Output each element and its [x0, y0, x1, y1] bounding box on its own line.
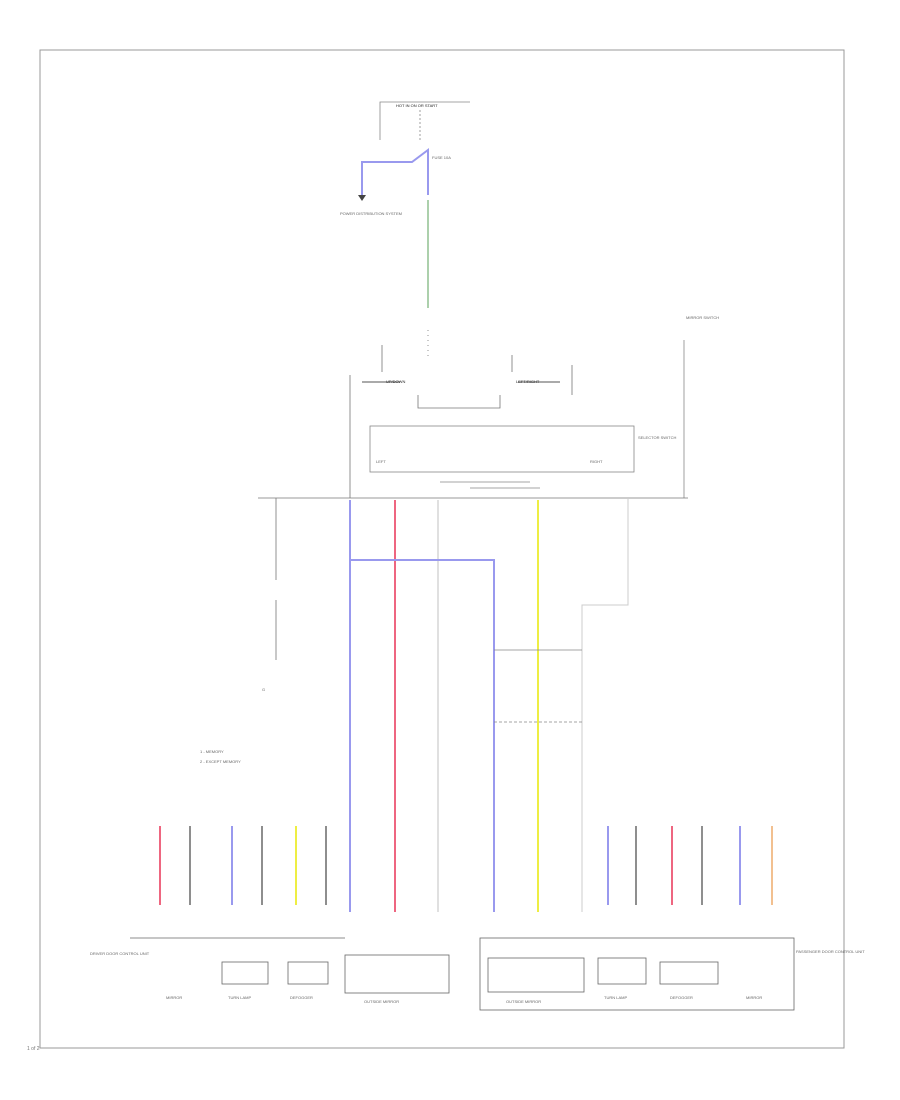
- bottom-components: [130, 937, 795, 1011]
- bottom-wires: [159, 826, 773, 905]
- arrow-power-dist: [358, 195, 366, 201]
- top-fuse-label: FUSE 10A: [432, 155, 451, 160]
- selector-switch: [369, 340, 685, 498]
- selector-label: SELECTOR SWITCH: [638, 435, 677, 440]
- wire-gray-right: [581, 498, 629, 912]
- bottom-label-5: OUTSIDE MIRROR: [506, 999, 542, 1004]
- mirror-switch: [349, 330, 573, 498]
- legend-2: 2 - EXCEPT MEMORY: [200, 759, 241, 764]
- selector-right: RIGHT: [590, 459, 603, 464]
- left-right-label: LEFT/RIGHT: [516, 379, 540, 384]
- right-door-label: PASSENGER DOOR CONTROL UNIT: [796, 949, 865, 954]
- up-down-label: UP/DOWN: [386, 379, 406, 384]
- bottom-label-2: TURN LAMP: [228, 995, 252, 1000]
- legend-1: 1 - MEMORY: [200, 749, 224, 754]
- wire-blue-branch: [350, 559, 495, 912]
- bottom-label-4: OUTSIDE MIRROR: [364, 999, 400, 1004]
- page-corner-label: 1 of 2: [27, 1046, 40, 1052]
- diagram-frame: [39, 49, 845, 1049]
- bottom-label-3: DEFOGGER: [290, 995, 313, 1000]
- bottom-label-1: MIRROR: [166, 995, 183, 1000]
- left-door-label: DRIVER DOOR CONTROL UNIT: [90, 951, 150, 956]
- top-switch-label: HOT IN ON OR START: [396, 103, 438, 108]
- bottom-label-8: MIRROR: [746, 995, 763, 1000]
- bottom-label-6: TURN LAMP: [604, 995, 628, 1000]
- bottom-label-7: DEFOGGER: [670, 995, 693, 1000]
- ignition-switch: [379, 101, 470, 140]
- wire-blue-top: [361, 148, 429, 196]
- ground-label: G: [262, 687, 266, 692]
- selector-left: LEFT: [376, 459, 386, 464]
- mirror-switch-label: MIRROR SWITCH: [686, 315, 720, 320]
- power-dist-label: POWER DISTRIBUTION SYSTEM: [340, 211, 403, 216]
